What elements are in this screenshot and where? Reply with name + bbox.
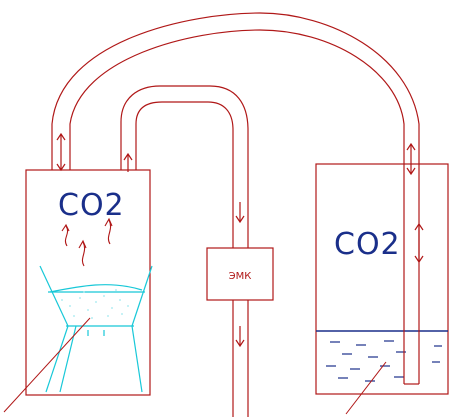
funnel-filter	[39, 265, 153, 393]
right-vessel	[315, 163, 449, 395]
leader-line	[3, 317, 91, 413]
right-vessel-gas-label: CO2	[334, 227, 401, 262]
emk-device-label: ЭМК	[229, 271, 252, 282]
gas-rising-arrows-icon	[61, 217, 113, 267]
double-arrow-icon	[56, 132, 66, 172]
outer-arch-pipe	[51, 12, 420, 385]
down-arrow-icon	[235, 202, 245, 224]
right-vessel-liquid-dashes	[326, 340, 442, 382]
double-arrow-icon	[406, 142, 416, 176]
emk-device	[206, 247, 274, 301]
funnel-powder	[61, 289, 129, 319]
up-arrow-icon	[123, 152, 133, 172]
inner-pipe	[120, 85, 249, 417]
left-vessel-gas-label: CO2	[58, 188, 125, 223]
leader-line	[345, 361, 387, 415]
double-arrow-icon	[414, 222, 424, 264]
down-arrow-icon	[235, 326, 245, 348]
left-vessel	[25, 169, 151, 396]
